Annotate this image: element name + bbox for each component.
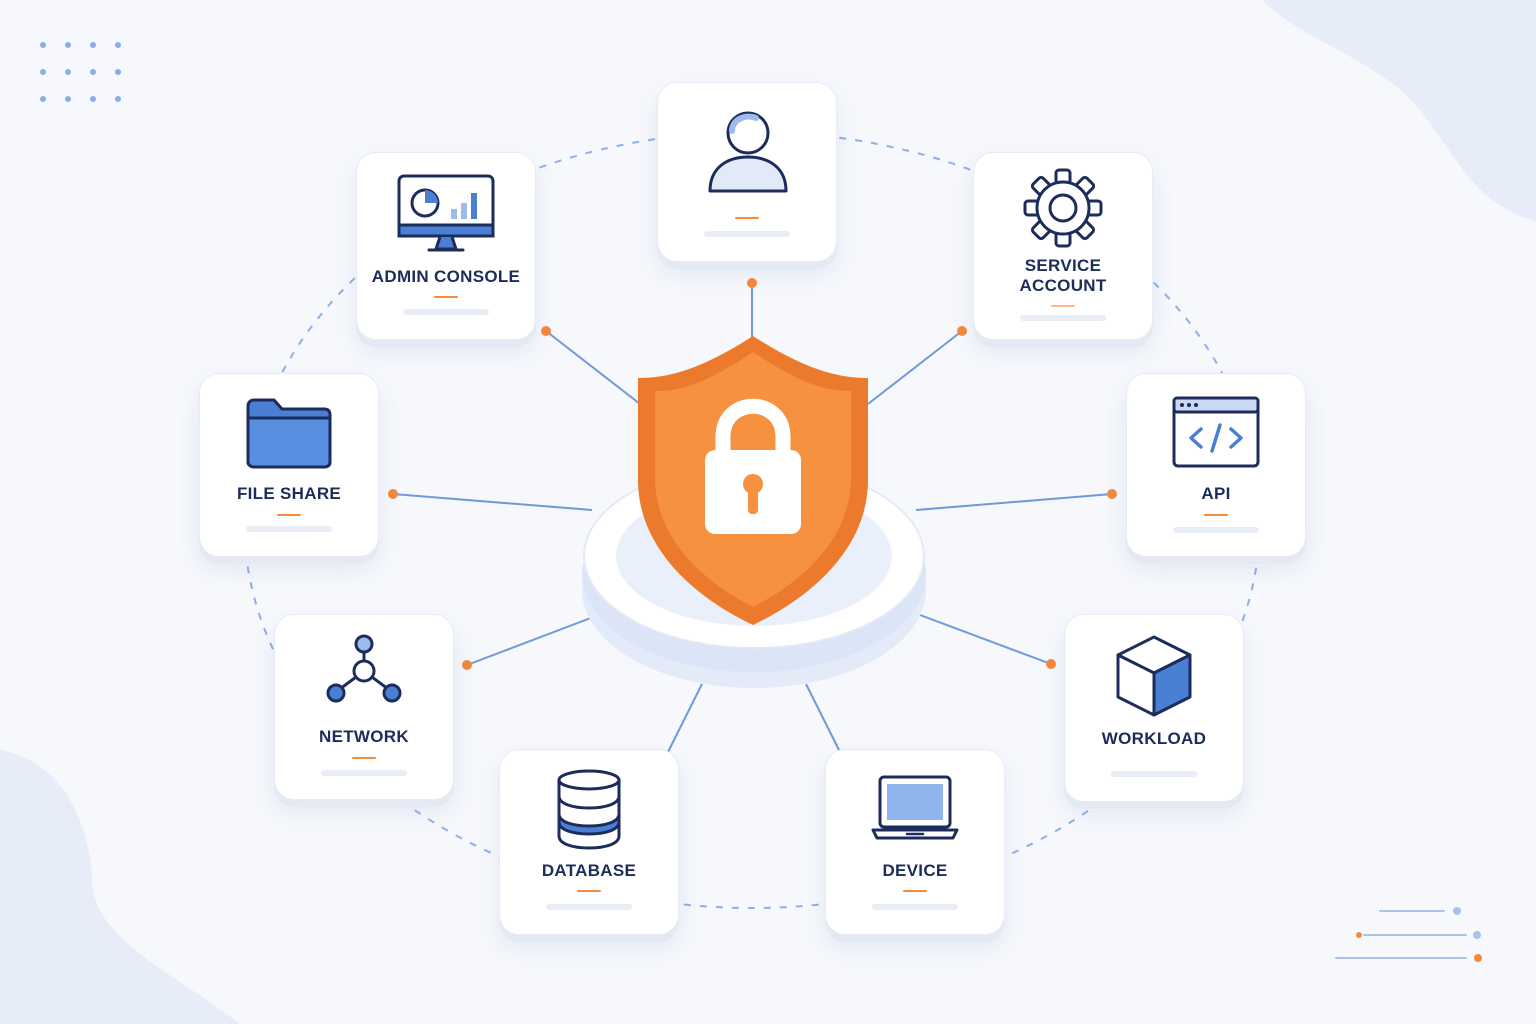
connector-dot-api (1107, 489, 1117, 499)
node-api-label: API (1201, 484, 1231, 503)
connector-dot-workload (1046, 659, 1056, 669)
decor-blob-bottom-left (0, 750, 240, 1024)
decor-dot-grid (40, 42, 121, 102)
connector-api (915, 493, 1113, 511)
decor-dot (1453, 907, 1461, 915)
decor-blob-top-right (1262, 0, 1536, 222)
node-network[interactable]: NETWORK (274, 614, 454, 800)
decor-dot (1356, 932, 1362, 938)
node-user[interactable] (657, 82, 837, 262)
network-nodes-icon (326, 634, 402, 703)
node-workload[interactable]: WORKLOAD (1064, 614, 1244, 802)
node-accent-line (277, 514, 301, 516)
monitor-chart-icon (397, 174, 495, 252)
node-network-label: NETWORK (319, 727, 409, 746)
connector-admin-console (545, 330, 641, 405)
node-database[interactable]: DATABASE (499, 749, 679, 935)
node-accent-line (903, 890, 927, 892)
node-file-share-label: FILE SHARE (236, 484, 342, 503)
node-accent-line (434, 296, 458, 298)
node-service-account-label: SERVICE ACCOUNT (1019, 256, 1107, 295)
node-admin-console[interactable]: ADMIN CONSOLE (356, 152, 536, 340)
gear-icon (1023, 168, 1103, 248)
node-placeholder-bar (546, 904, 632, 910)
node-placeholder-bar (1020, 315, 1106, 321)
node-device[interactable]: DEVICE (825, 749, 1005, 935)
node-placeholder-bar (872, 904, 958, 910)
connector-dot-network (462, 660, 472, 670)
node-workload-label: WORKLOAD (1101, 729, 1207, 748)
connector-dot-file-share (388, 489, 398, 499)
shield-lock-icon (638, 336, 868, 625)
cube-icon (1116, 635, 1192, 717)
node-placeholder-bar (1173, 527, 1259, 533)
connector-network (466, 615, 597, 666)
connector-service-account (867, 330, 963, 405)
node-api[interactable]: API (1126, 373, 1306, 557)
connector-dot-user (747, 278, 757, 288)
code-window-icon (1172, 396, 1260, 468)
node-device-label: DEVICE (882, 861, 948, 880)
connector-device (805, 683, 841, 753)
database-icon (557, 769, 621, 850)
node-placeholder-bar (403, 309, 489, 315)
connector-workload (911, 611, 1052, 665)
folder-icon (246, 398, 332, 469)
connector-file-share (392, 493, 593, 511)
connector-dot-admin-console (541, 326, 551, 336)
node-accent-line (577, 890, 601, 892)
node-placeholder-bar (246, 526, 332, 532)
node-placeholder-bar (704, 231, 790, 237)
decor-dot (1474, 954, 1482, 962)
node-admin-console-label: ADMIN CONSOLE (371, 267, 521, 286)
node-accent-line (735, 217, 759, 219)
node-placeholder-bar (321, 770, 407, 776)
node-placeholder-bar (1111, 771, 1197, 777)
connector-database (667, 683, 703, 753)
node-accent-line (1051, 305, 1075, 307)
connector-dot-service-account (957, 326, 967, 336)
node-file-share[interactable]: FILE SHARE (199, 373, 379, 557)
laptop-icon (871, 775, 959, 840)
node-service-account[interactable]: SERVICE ACCOUNT (973, 152, 1153, 340)
node-accent-line (352, 757, 376, 759)
decor-dot (1473, 931, 1481, 939)
node-accent-line (1204, 514, 1228, 516)
node-database-label: DATABASE (541, 861, 637, 880)
decor-speed-lines (1335, 910, 1467, 959)
user-icon (708, 111, 788, 193)
